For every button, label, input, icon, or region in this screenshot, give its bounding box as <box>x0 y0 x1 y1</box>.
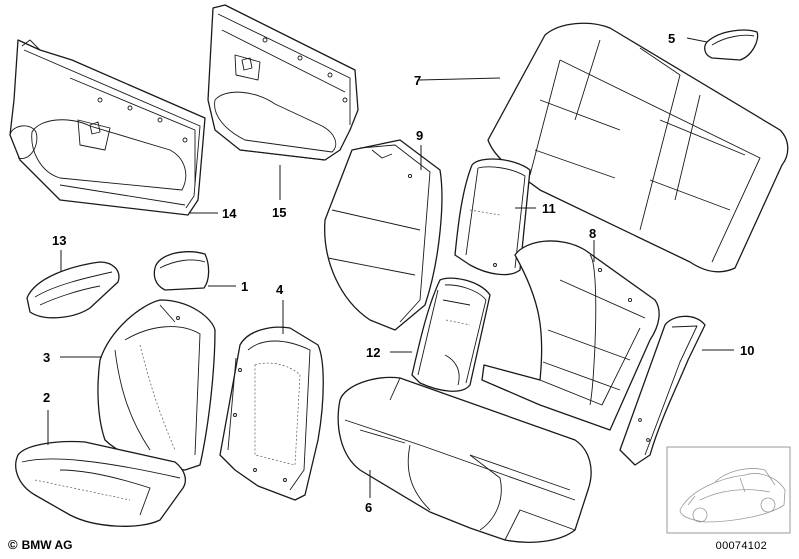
copyright-mark: © BMW AG <box>8 537 72 552</box>
part-front-armrest <box>26 261 120 319</box>
callout-5: 5 <box>668 31 675 46</box>
part-rear-seat-cushion <box>337 376 592 543</box>
part-rear-backrest-frame <box>481 240 660 431</box>
part-rear-backrest-cover <box>487 22 789 273</box>
copyright-symbol: © <box>8 537 18 552</box>
vehicle-locator-inset <box>666 446 791 534</box>
callout-11: 11 <box>542 201 556 216</box>
callout-15: 15 <box>272 205 286 220</box>
callout-9: 9 <box>416 128 423 143</box>
callout-6: 6 <box>365 500 372 515</box>
part-front-backrest-cover <box>97 299 216 471</box>
part-backrest-panel <box>219 326 324 501</box>
document-number: 00074102 <box>715 540 767 552</box>
part-rear-door-trim <box>207 4 359 161</box>
callout-3: 3 <box>43 350 50 365</box>
leader-lines <box>47 37 734 498</box>
part-front-headrest <box>153 251 210 291</box>
part-center-insert <box>411 277 491 392</box>
part-rear-side-backrest <box>324 139 443 331</box>
callout-1: 1 <box>241 279 248 294</box>
brand-name: BMW AG <box>21 537 73 552</box>
callout-12: 12 <box>366 345 380 360</box>
part-center-armrest <box>454 158 531 276</box>
callout-8: 8 <box>589 226 596 241</box>
part-front-seat-cushion <box>15 440 186 527</box>
callout-labels: 1 2 3 4 5 6 7 8 9 10 11 12 13 14 15 <box>43 31 754 515</box>
callout-14: 14 <box>222 206 237 221</box>
callout-7: 7 <box>414 73 421 88</box>
callout-2: 2 <box>43 390 50 405</box>
callout-13: 13 <box>52 233 66 248</box>
part-side-bolster <box>619 315 706 466</box>
part-front-door-trim <box>9 39 206 216</box>
callout-4: 4 <box>276 282 284 297</box>
callout-10: 10 <box>740 343 754 358</box>
part-rear-headrest <box>704 29 759 61</box>
